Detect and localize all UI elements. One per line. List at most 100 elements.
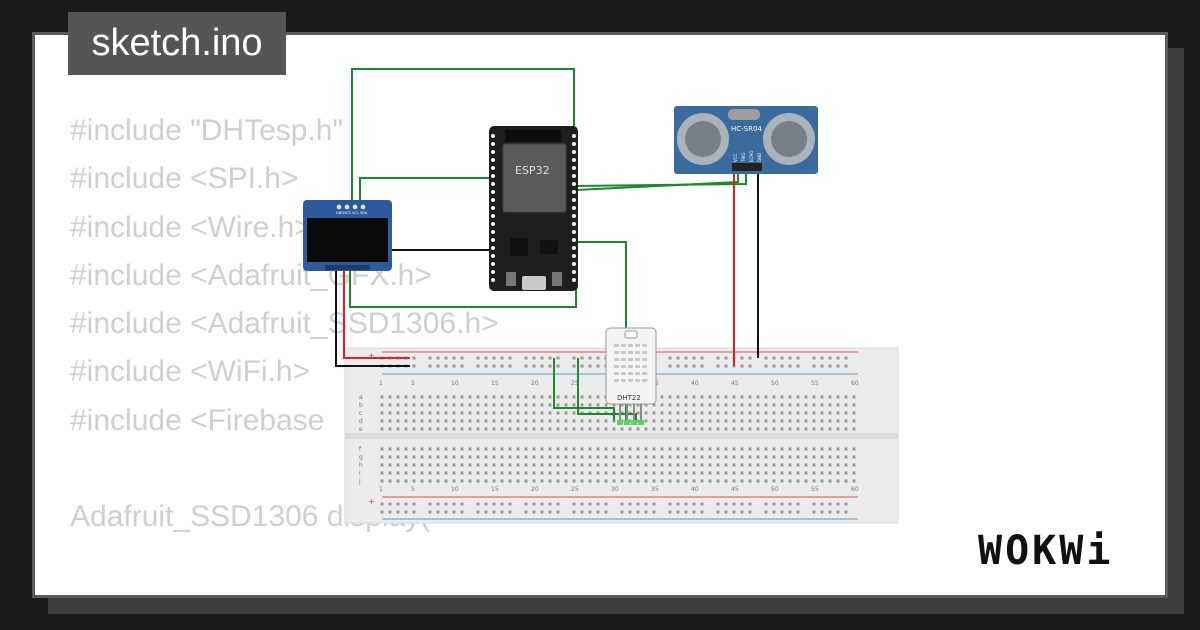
grille-slot (642, 358, 647, 361)
breadboard-hole (716, 419, 720, 423)
breadboard-hole (484, 427, 488, 431)
breadboard-hole (492, 403, 496, 407)
breadboard-hole (620, 463, 624, 467)
breadboard-hole (676, 455, 680, 459)
breadboard-hole (692, 427, 696, 431)
breadboard-hole (484, 471, 488, 475)
breadboard-hole (684, 364, 688, 368)
breadboard-hole (588, 471, 592, 475)
breadboard-hole (812, 364, 816, 368)
breadboard-hole (548, 395, 552, 399)
breadboard-hole (820, 463, 824, 467)
breadboard-hole (836, 455, 840, 459)
breadboard-hole (548, 502, 552, 506)
breadboard-hole (676, 463, 680, 467)
breadboard-hole (644, 427, 648, 431)
breadboard-hole (444, 455, 448, 459)
breadboard-hole (564, 471, 568, 475)
breadboard-hole (668, 447, 672, 451)
breadboard-hole (612, 455, 616, 459)
breadboard-hole (532, 447, 536, 451)
breadboard-hole (772, 502, 776, 506)
esp32-antenna (505, 130, 561, 142)
pin-hole (491, 238, 495, 242)
breadboard-hole (748, 479, 752, 483)
breadboard-hole (740, 403, 744, 407)
breadboard-hole (428, 364, 432, 368)
breadboard-hole (540, 455, 544, 459)
grille-slot (635, 365, 640, 368)
breadboard-hole (828, 455, 832, 459)
breadboard-hole (772, 403, 776, 407)
column-number: 45 (731, 486, 739, 493)
breadboard-hole (780, 502, 784, 506)
breadboard-hole (660, 471, 664, 475)
breadboard-hole (508, 502, 512, 506)
pin-hole (572, 270, 576, 274)
breadboard-hole (692, 364, 696, 368)
breadboard-hole (452, 403, 456, 407)
breadboard-hole (764, 455, 768, 459)
breadboard-hole (452, 455, 456, 459)
breadboard-hole (516, 447, 520, 451)
breadboard-hole (740, 455, 744, 459)
breadboard-hole (532, 427, 536, 431)
breadboard-hole (396, 471, 400, 475)
breadboard-hole (836, 403, 840, 407)
row-letter: a (359, 394, 363, 401)
wire-green (351, 68, 575, 208)
breadboard-hole (804, 447, 808, 451)
breadboard-hole (540, 471, 544, 475)
breadboard-hole (820, 502, 824, 506)
breadboard-hole (660, 419, 664, 423)
breadboard-hole (476, 395, 480, 399)
breadboard-hole (668, 395, 672, 399)
breadboard-hole (692, 479, 696, 483)
breadboard-hole (756, 479, 760, 483)
grille-slot (635, 351, 640, 354)
breadboard-hole (692, 411, 696, 415)
breadboard-hole (476, 411, 480, 415)
breadboard-hole (652, 403, 656, 407)
breadboard-hole (452, 356, 456, 360)
breadboard-hole (588, 364, 592, 368)
breadboard-hole (724, 427, 728, 431)
breadboard-hole (836, 427, 840, 431)
breadboard-hole (724, 471, 728, 475)
breadboard-hole (812, 447, 816, 451)
breadboard-hole (476, 364, 480, 368)
breadboard-hole (748, 419, 752, 423)
oled-screen (307, 218, 388, 262)
breadboard-hole (620, 447, 624, 451)
breadboard-hole (380, 447, 384, 451)
pin-hole (491, 134, 495, 138)
pin-hole (572, 190, 576, 194)
breadboard-hole (540, 419, 544, 423)
breadboard-hole (700, 510, 704, 514)
breadboard-hole (404, 510, 408, 514)
breadboard-hole (380, 471, 384, 475)
filename-tab[interactable]: sketch.ino (68, 12, 286, 75)
ultrasonic-sensor: HC-SR04 VCC TRIG ECHO GND (674, 106, 818, 174)
breadboard-hole (636, 447, 640, 451)
breadboard-hole (380, 419, 384, 423)
breadboard-hole (844, 455, 848, 459)
breadboard-hole (532, 419, 536, 423)
breadboard-hole (380, 463, 384, 467)
breadboard-hole (516, 411, 520, 415)
breadboard-hole (548, 447, 552, 451)
breadboard-hole (652, 427, 656, 431)
column-number: 35 (651, 486, 659, 493)
breadboard-hole (644, 447, 648, 451)
breadboard-hole (404, 479, 408, 483)
breadboard-hole (796, 419, 800, 423)
breadboard-hole (676, 471, 680, 475)
breadboard-hole (852, 447, 856, 451)
column-number: 25 (571, 380, 579, 387)
breadboard-hole (508, 447, 512, 451)
oled-pin-label: VCC (344, 211, 352, 215)
grille-slot (614, 379, 619, 382)
breadboard-hole (404, 419, 408, 423)
breadboard-hole (604, 447, 608, 451)
pin-hole (572, 246, 576, 250)
